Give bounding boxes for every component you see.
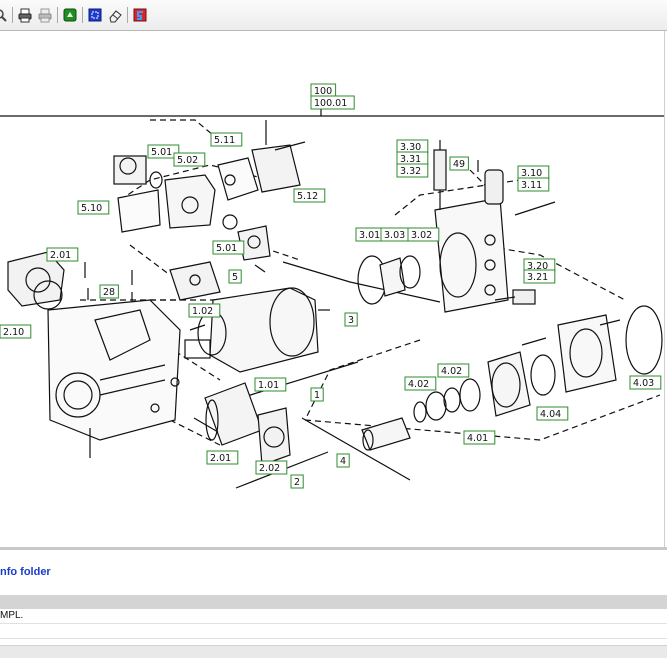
- layers-icon[interactable]: [62, 7, 78, 23]
- part-label-text: 3.10: [521, 168, 542, 179]
- part-label[interactable]: 3.10: [517, 165, 550, 180]
- pane-splitter[interactable]: [0, 547, 667, 550]
- part-label-text: 1.02: [192, 306, 213, 317]
- part-label[interactable]: 5.01: [212, 240, 245, 255]
- info-folder-title: nfo folder: [0, 566, 51, 578]
- print-icon[interactable]: [17, 7, 33, 23]
- part-label-text: 3.30: [400, 142, 421, 153]
- part-label-text: 5.01: [216, 243, 237, 254]
- part-label-text: 3.31: [400, 154, 421, 165]
- part-label[interactable]: 2.01: [46, 247, 79, 262]
- part-label[interactable]: 4.01: [463, 430, 496, 445]
- part-label-text: 1: [314, 390, 320, 401]
- part-label[interactable]: 5.10: [77, 200, 110, 215]
- select-icon[interactable]: [87, 7, 103, 23]
- part-label-text: 2.01: [50, 250, 71, 261]
- part-label[interactable]: 1.01: [254, 377, 287, 392]
- status-bar: [0, 645, 667, 658]
- part-label-text: 5.02: [177, 155, 198, 166]
- part-label[interactable]: 5: [228, 269, 242, 284]
- part-label-text: 4.02: [408, 379, 429, 390]
- part-label-text: 3.20: [527, 261, 548, 272]
- part-label[interactable]: 4.03: [629, 375, 662, 390]
- part-label-text: 4.03: [633, 378, 654, 389]
- part-label[interactable]: 5.12: [293, 188, 326, 203]
- part-label-text: 28: [103, 287, 115, 298]
- part-label[interactable]: 3.02: [407, 227, 440, 242]
- part-label[interactable]: 28: [99, 284, 119, 299]
- part-label[interactable]: 100.01: [310, 95, 355, 110]
- part-label[interactable]: 3.03: [380, 227, 413, 242]
- part-label[interactable]: 3.32: [396, 163, 429, 178]
- toolbar: [0, 0, 667, 31]
- part-label-text: 3.03: [384, 230, 405, 241]
- part-label-text: 4: [340, 456, 346, 467]
- info-table-row[interactable]: MPL.: [0, 609, 667, 624]
- part-label-text: 5.10: [81, 203, 102, 214]
- part-label-text: 2.10: [3, 327, 24, 338]
- part-label[interactable]: 1: [310, 387, 324, 402]
- part-label[interactable]: 3.11: [517, 177, 550, 192]
- part-label-text: 5.12: [297, 191, 318, 202]
- toolbar-separator: [57, 7, 58, 23]
- part-label-text: 4.01: [467, 433, 488, 444]
- part-label[interactable]: 3.30: [396, 139, 429, 154]
- info-table-header: [0, 595, 667, 609]
- zoom-icon[interactable]: [0, 7, 8, 23]
- part-label-text: 3: [348, 315, 354, 326]
- part-label-text: 5.01: [151, 147, 172, 158]
- part-label[interactable]: 3: [344, 312, 358, 327]
- part-label-text: 1.01: [258, 380, 279, 391]
- part-label[interactable]: 3.21: [523, 269, 556, 284]
- toolbar-separator: [12, 7, 13, 23]
- part-label-text: 100.01: [314, 98, 347, 109]
- part-label[interactable]: 2.01: [206, 450, 239, 465]
- part-label-text: 5: [232, 272, 238, 283]
- part-label-text: 2.02: [259, 463, 280, 474]
- part-label-text: 49: [453, 159, 465, 170]
- toolbar-separator: [82, 7, 83, 23]
- part-label[interactable]: 3.31: [396, 151, 429, 166]
- info-table-row[interactable]: [0, 624, 667, 639]
- part-label[interactable]: 5.01: [147, 144, 180, 159]
- part-label-text: 3.32: [400, 166, 421, 177]
- part-label[interactable]: 1.02: [188, 303, 221, 318]
- part-label[interactable]: 5.11: [210, 132, 243, 147]
- part-label[interactable]: 4.02: [404, 376, 437, 391]
- part-label[interactable]: 2.02: [255, 460, 288, 475]
- part-label-text: 3.01: [359, 230, 380, 241]
- part-label[interactable]: 2.10: [0, 324, 32, 339]
- part-label[interactable]: 4.04: [536, 406, 569, 421]
- part-label-text: 3.02: [411, 230, 432, 241]
- part-label[interactable]: 4: [336, 453, 350, 468]
- part-label[interactable]: 5.02: [173, 152, 206, 167]
- part-label-text: 2.01: [210, 453, 231, 464]
- part-label-text: 2: [294, 477, 300, 488]
- part-label-text: 4.04: [540, 409, 561, 420]
- eraser-icon[interactable]: [107, 7, 123, 23]
- part-label-text: 100: [314, 86, 332, 97]
- part-label[interactable]: 4.02: [437, 363, 470, 378]
- part-label[interactable]: 2: [290, 474, 304, 489]
- part-label-text: 4.02: [441, 366, 462, 377]
- toolbar-separator: [127, 7, 128, 23]
- part-label-text: 3.21: [527, 272, 548, 283]
- part-label-text: 5.11: [214, 135, 235, 146]
- part-label[interactable]: 3.20: [523, 258, 556, 273]
- part-label[interactable]: 100: [310, 83, 337, 98]
- part-label[interactable]: 49: [449, 156, 469, 171]
- print-preview-icon[interactable]: [37, 7, 53, 23]
- export-icon[interactable]: [132, 7, 148, 23]
- part-label-text: 3.11: [521, 180, 542, 191]
